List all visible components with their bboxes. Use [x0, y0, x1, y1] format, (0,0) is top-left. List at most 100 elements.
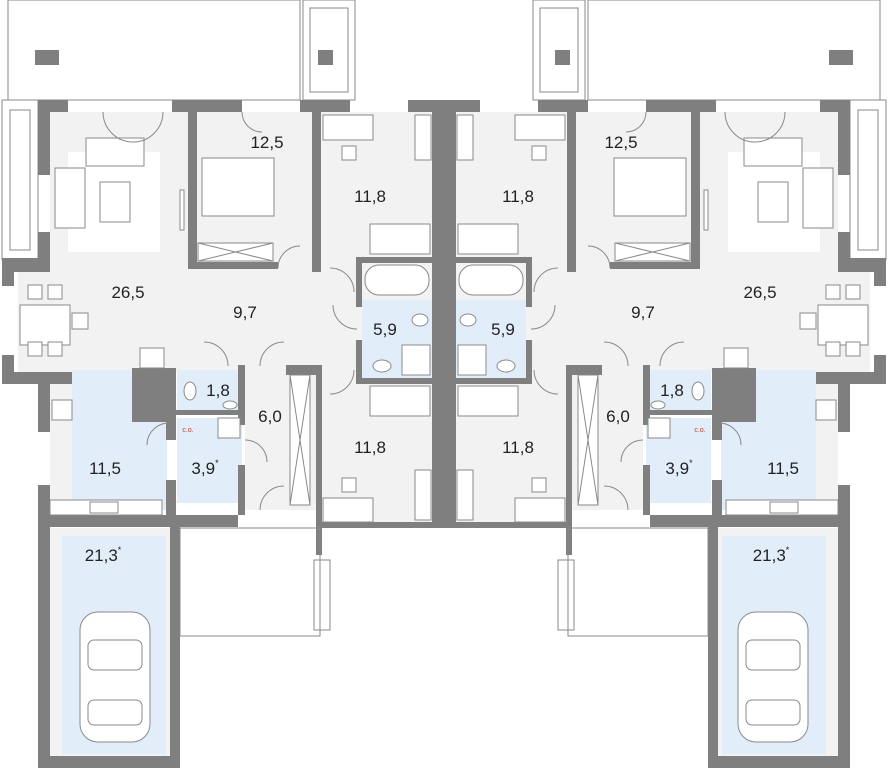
- chair: [825, 341, 841, 357]
- shower: [457, 344, 487, 376]
- wardrobe-mark: [614, 242, 691, 262]
- planter-post: [555, 50, 570, 65]
- coffee-table: [757, 181, 789, 223]
- boiler-note: *: [215, 458, 219, 468]
- wall: [432, 100, 444, 528]
- room-area-garage: 21,3*: [753, 545, 790, 565]
- kitchen-sink: [769, 501, 799, 514]
- wall: [166, 410, 176, 440]
- side-terrace: [849, 99, 887, 261]
- wardrobe: [414, 469, 432, 521]
- wall: [838, 372, 850, 432]
- sink: [650, 400, 666, 410]
- toilet: [411, 313, 429, 327]
- door: [530, 304, 556, 330]
- garage-area: 21,3: [753, 546, 786, 565]
- car: [737, 611, 809, 743]
- room-area-living: 26,5: [743, 283, 776, 302]
- chair: [531, 145, 547, 161]
- chair: [341, 145, 357, 161]
- wall: [448, 522, 568, 528]
- wall: [38, 756, 180, 768]
- chair: [825, 284, 841, 300]
- wall: [320, 522, 440, 528]
- sofa: [54, 167, 86, 229]
- door: [259, 485, 285, 511]
- wall: [708, 756, 850, 768]
- room-area-wc: 1,8: [206, 381, 230, 400]
- stove: [815, 399, 837, 421]
- terrace-post: [35, 50, 59, 65]
- wall: [650, 515, 850, 527]
- desk: [322, 114, 374, 141]
- wall: [38, 485, 50, 765]
- bathtub: [364, 264, 430, 296]
- wall: [712, 480, 722, 515]
- terrace: [587, 0, 881, 101]
- door: [277, 245, 301, 269]
- chair: [845, 341, 861, 357]
- room-area-vestibule: 6,0: [606, 407, 630, 426]
- room-area-wc: 1,8: [660, 381, 684, 400]
- wall: [238, 465, 245, 515]
- wall: [838, 100, 850, 175]
- desk: [514, 497, 566, 523]
- bed: [457, 385, 519, 417]
- wall: [166, 480, 176, 515]
- door: [625, 111, 647, 133]
- wall: [188, 262, 278, 269]
- car: [79, 611, 151, 743]
- shower: [401, 344, 431, 376]
- wardrobe: [456, 114, 474, 161]
- boiler: [647, 417, 671, 439]
- boiler-tag: c.o.: [694, 427, 705, 434]
- armchair: [743, 137, 803, 167]
- unit-left: [1, 0, 444, 768]
- room-area-room-bottom: 11,8: [354, 438, 386, 457]
- room-area-living: 26,5: [111, 283, 144, 302]
- labels-right: 26,5 12,5 11,8 9,7 5,9 1,8 6,0 11,8 11,5…: [491, 133, 799, 565]
- bed: [201, 157, 275, 217]
- boiler-area: 3,9: [191, 459, 215, 478]
- dining-table: [19, 304, 71, 346]
- bed: [457, 223, 519, 255]
- chair: [47, 341, 63, 357]
- door: [102, 111, 164, 143]
- wall: [2, 258, 14, 286]
- wall: [643, 365, 650, 425]
- stove: [51, 399, 73, 421]
- wall: [176, 410, 242, 415]
- wall: [691, 112, 700, 269]
- toilet: [459, 313, 477, 327]
- side-terrace: [1, 99, 39, 261]
- boiler-note: *: [689, 458, 693, 468]
- door: [329, 267, 355, 293]
- labels-left: 26,5 12,5 11,8 9,7 5,9 1,8 6,0 11,8 11,5…: [85, 133, 397, 565]
- wardrobe-mark: [577, 374, 599, 506]
- door: [203, 341, 229, 367]
- room-area-hall: 9,7: [233, 303, 257, 322]
- wall: [526, 340, 532, 384]
- wall: [646, 410, 712, 415]
- side-planter: [9, 109, 31, 251]
- wall: [38, 372, 50, 432]
- chair: [27, 341, 43, 357]
- tv: [179, 189, 185, 231]
- room-area-bathroom: 5,9: [373, 320, 397, 339]
- door: [724, 111, 786, 143]
- wall: [286, 365, 322, 375]
- room-area-room-top: 11,8: [502, 187, 534, 206]
- toilet: [691, 381, 705, 401]
- sink: [222, 400, 238, 410]
- wardrobe-mark: [289, 374, 311, 506]
- chair: [845, 284, 861, 300]
- wall: [2, 372, 72, 384]
- wall: [238, 365, 245, 425]
- bed: [369, 385, 431, 417]
- wall: [356, 340, 362, 384]
- room-area-boiler: 3,9*: [665, 458, 693, 478]
- garage-note: *: [118, 545, 122, 555]
- planter-inner: [309, 7, 349, 93]
- wall: [874, 258, 886, 286]
- bed: [613, 157, 687, 217]
